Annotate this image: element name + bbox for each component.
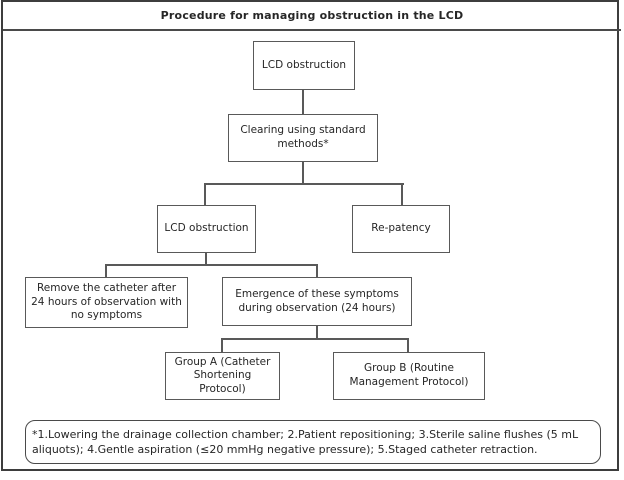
node-label: Emergence of these symptoms during obser… bbox=[235, 287, 399, 314]
connector-line bbox=[105, 264, 318, 266]
node-label: Group A (Catheter Shortening Protocol) bbox=[174, 355, 271, 395]
flow-node-remove-catheter: Remove the catheter after 24 hours of ob… bbox=[25, 277, 188, 328]
connector-line bbox=[204, 183, 206, 206]
node-label: Re-patency bbox=[371, 222, 431, 235]
connector-line bbox=[401, 183, 403, 206]
node-label: LCD obstruction bbox=[164, 222, 249, 235]
connector-line bbox=[302, 161, 304, 184]
node-label: Remove the catheter after 24 hours of ob… bbox=[31, 282, 182, 322]
figure-frame bbox=[1, 0, 619, 471]
flow-node-lcd-obstruction-1: LCD obstruction bbox=[253, 41, 355, 90]
footnote-box: *1.Lowering the drainage collection cham… bbox=[25, 420, 601, 464]
flow-node-re-patency: Re-patency bbox=[352, 205, 450, 253]
connector-line bbox=[407, 338, 409, 353]
connector-line bbox=[105, 264, 107, 278]
flow-node-lcd-obstruction-2: LCD obstruction bbox=[157, 205, 256, 253]
node-label: LCD obstruction bbox=[261, 58, 347, 71]
node-label: Group B (Routine Management Protocol) bbox=[349, 362, 469, 388]
connector-line bbox=[221, 338, 223, 353]
connector-line bbox=[204, 183, 404, 185]
node-label: Clearing using standard methods* bbox=[240, 124, 366, 150]
flow-node-emergence-symptoms: Emergence of these symptoms during obser… bbox=[222, 277, 412, 326]
connector-line bbox=[302, 89, 304, 115]
footnote-text: *1.Lowering the drainage collection cham… bbox=[32, 427, 579, 456]
connector-line bbox=[221, 338, 409, 340]
flow-node-clearing-standard-methods: Clearing using standard methods* bbox=[228, 114, 378, 162]
connector-line bbox=[316, 264, 318, 278]
title-band: Procedure for managing obstruction in th… bbox=[3, 2, 621, 31]
connector-line bbox=[205, 252, 207, 266]
flow-node-group-a: Group A (Catheter Shortening Protocol) bbox=[165, 352, 280, 400]
figure-title: Procedure for managing obstruction in th… bbox=[160, 9, 464, 22]
flow-node-group-b: Group B (Routine Management Protocol) bbox=[333, 352, 485, 400]
connector-line bbox=[316, 325, 318, 340]
